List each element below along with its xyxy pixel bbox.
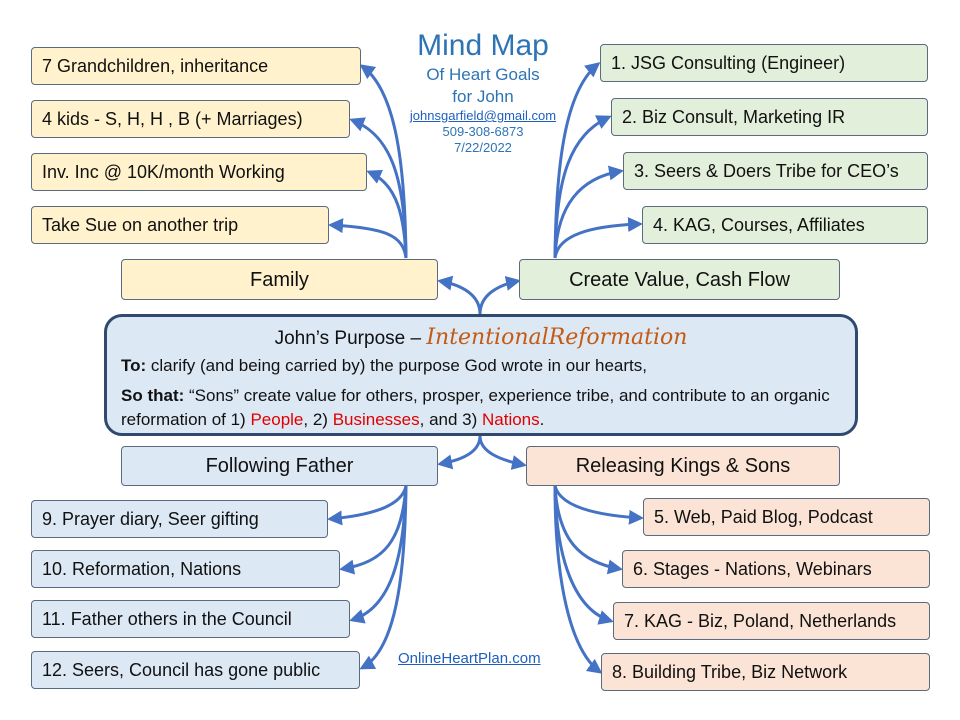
connector-value-4 (553, 216, 643, 259)
connector-kings-2 (553, 485, 623, 575)
family-item-2: 4 kids - S, H, H , B (+ Marriages) (31, 100, 350, 138)
mind-map-title: Mind Map (417, 29, 549, 62)
branch-family: Family (121, 259, 438, 300)
to-label: To: (121, 356, 147, 375)
family-item-3: Inv. Inc @ 10K/month Working (31, 153, 367, 191)
purpose-title: John’s Purpose – IntentionalReformation (121, 323, 841, 354)
kings-item-4: 8. Building Tribe, Biz Network (601, 653, 930, 691)
phone-number: 509-308-6873 (442, 124, 524, 139)
connector-kings-3 (553, 485, 614, 625)
father-item-4: 12. Seers, Council has gone public (31, 651, 360, 689)
central-purpose-node: John’s Purpose – IntentionalReformation … (104, 314, 858, 436)
subtitle-line-2: for John (452, 87, 514, 106)
title-block: Mind Map Of Heart Goals for John johnsga… (398, 28, 568, 156)
purpose-so-that-line: So that: “Sons” create value for others,… (121, 384, 841, 432)
connector-value-3 (553, 165, 624, 259)
separator-1: , 2) (303, 410, 333, 429)
connector-center-value (478, 276, 521, 315)
businesses-text: Businesses (332, 410, 420, 429)
separator-2: , and 3) (419, 410, 482, 429)
connector-family-3 (366, 169, 408, 259)
email-link[interactable]: johnsgarfield@gmail.com (409, 108, 557, 123)
date-text: 7/22/2022 (454, 140, 512, 155)
value-item-4: 4. KAG, Courses, Affiliates (642, 206, 928, 244)
purpose-to-line: To: clarify (and being carried by) the p… (121, 354, 841, 378)
branch-create-value: Create Value, Cash Flow (519, 259, 840, 300)
connector-center-father (437, 435, 482, 470)
kings-item-3: 7. KAG - Biz, Poland, Netherlands (613, 602, 930, 640)
subtitle-line-1: Of Heart Goals (426, 65, 540, 84)
period: . (539, 410, 545, 429)
father-item-3: 11. Father others in the Council (31, 600, 350, 638)
nations-text: Nations (482, 410, 540, 429)
value-item-3: 3. Seers & Doers Tribe for CEO’s (623, 152, 928, 190)
connector-center-family (437, 275, 482, 315)
connector-kings-1 (553, 485, 644, 525)
online-heart-plan-link[interactable]: OnlineHeartPlan.com (398, 650, 541, 667)
connector-kings-4 (553, 485, 603, 674)
connector-family-4 (328, 218, 408, 259)
connector-father-1 (327, 485, 408, 526)
kings-item-1: 5. Web, Paid Blog, Podcast (643, 498, 930, 536)
connector-center-kings (478, 435, 527, 470)
family-item-1: 7 Grandchildren, inheritance (31, 47, 361, 85)
people-text: People (250, 410, 304, 429)
kings-item-2: 6. Stages - Nations, Webinars (622, 550, 930, 588)
father-item-1: 9. Prayer diary, Seer gifting (31, 500, 328, 538)
so-that-label: So that: (121, 386, 185, 405)
father-item-2: 10. Reformation, Nations (31, 550, 340, 588)
value-item-1: 1. JSG Consulting (Engineer) (600, 44, 928, 82)
branch-following-father: Following Father (121, 446, 438, 486)
intentional-reformation-text: IntentionalReformation (426, 325, 688, 350)
value-item-2: 2. Biz Consult, Marketing IR (611, 98, 928, 136)
connector-father-4 (359, 485, 408, 670)
to-text: clarify (and being carried by) the purpo… (146, 356, 647, 375)
so-that-text: “Sons” create value for others, prosper,… (121, 386, 830, 429)
family-item-4: Take Sue on another trip (31, 206, 329, 244)
connector-father-3 (349, 485, 408, 624)
connector-father-2 (339, 485, 408, 575)
purpose-title-prefix: John’s Purpose – (274, 328, 427, 349)
branch-releasing-kings: Releasing Kings & Sons (526, 446, 840, 486)
